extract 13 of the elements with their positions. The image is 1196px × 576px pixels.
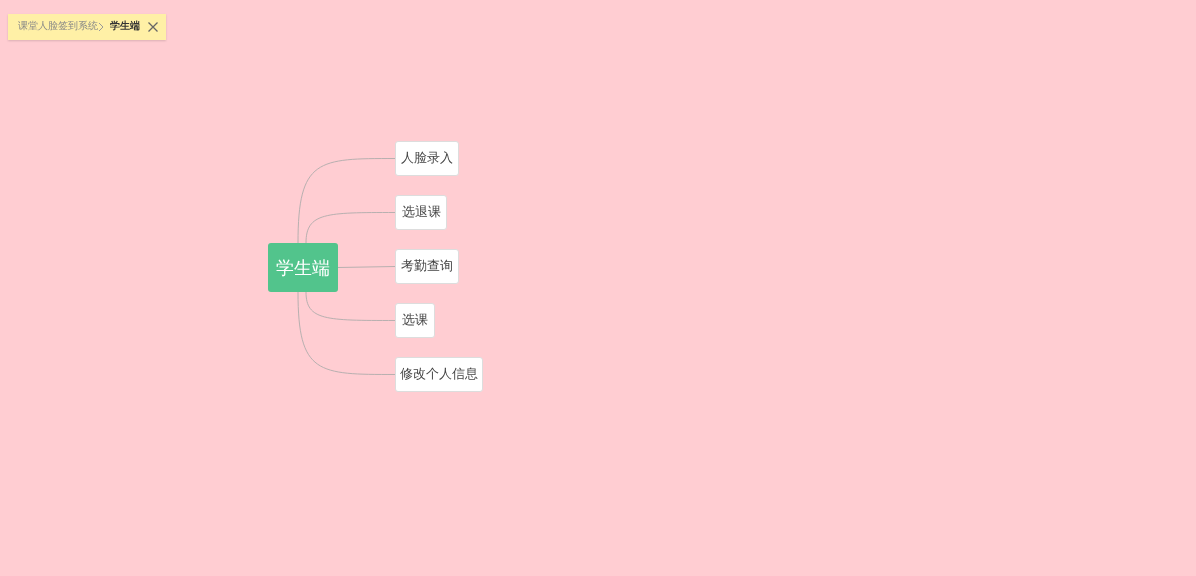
- connector-line: [297, 291, 396, 375]
- central-topic-box: 学生端: [268, 243, 338, 292]
- breadcrumb-current: 学生端: [110, 20, 140, 33]
- subtopic-box: 人脸录入: [395, 141, 459, 176]
- connector-line: [305, 212, 396, 244]
- subtopic-box: 选课: [395, 303, 435, 338]
- connector-line: [337, 266, 396, 268]
- subtopic-box: 修改个人信息: [395, 357, 483, 392]
- subtopic-box: 选退课: [395, 195, 447, 230]
- breadcrumb-link: 课堂人脸签到系统: [18, 20, 98, 33]
- connector-line: [305, 291, 396, 321]
- subtopic-box: 考勤查询: [395, 249, 459, 284]
- connector-line: [297, 158, 396, 244]
